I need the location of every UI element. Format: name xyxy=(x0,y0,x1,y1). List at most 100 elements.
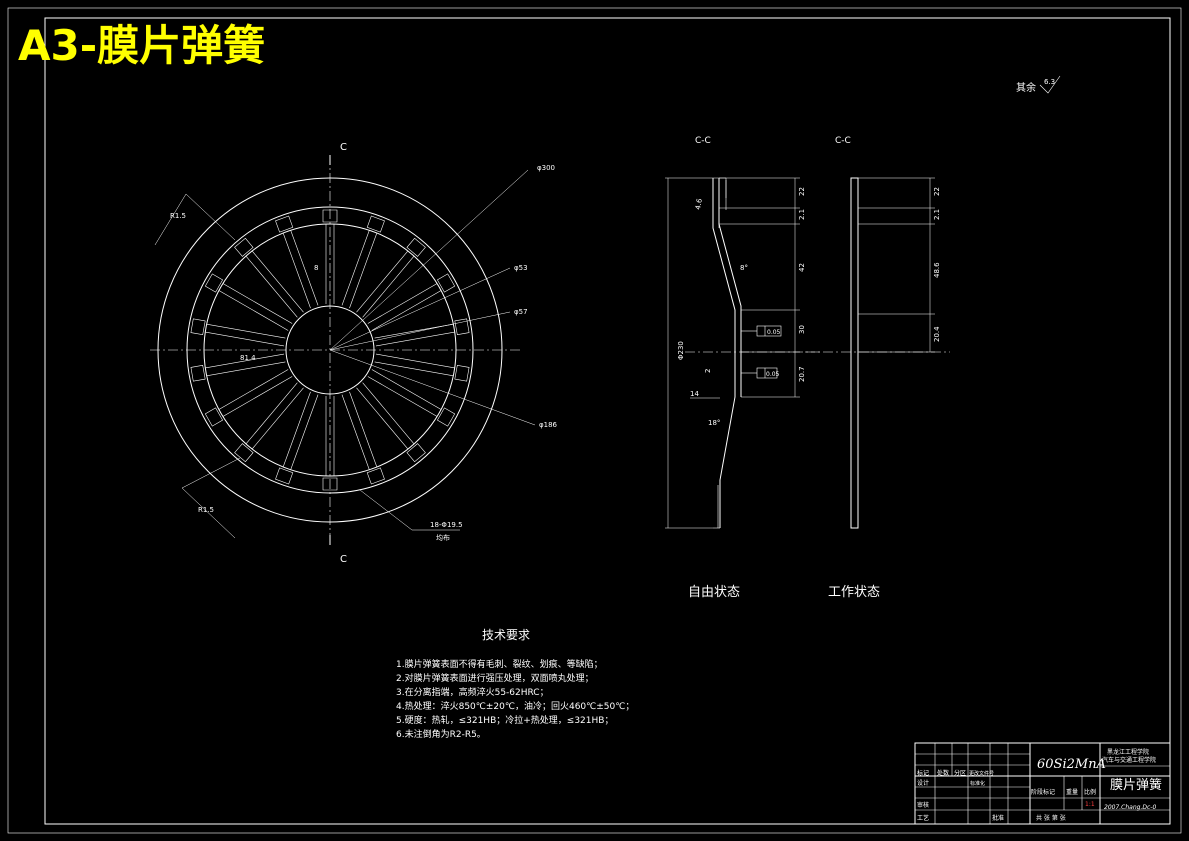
title-block: 标记 处数 分区 更改文件号 设计 标准化 审核 工艺 批准 60Si2MnA … xyxy=(914,742,1171,825)
leader-d3 xyxy=(329,311,511,351)
finger-slot-edge xyxy=(356,387,409,450)
state-working: 工作状态 xyxy=(828,585,880,600)
dim-w2: 2.1 xyxy=(933,209,941,220)
tb-weight: 重量 xyxy=(1066,788,1078,796)
dim-h2: 2.1 xyxy=(798,209,806,220)
leader-d4 xyxy=(329,349,536,426)
tb-approve: 批准 xyxy=(992,814,1004,822)
finger-slot-edge xyxy=(362,382,415,445)
tb-stage: 阶段标记 xyxy=(1031,788,1055,796)
finger-slot-edge xyxy=(282,391,311,468)
dim-tip: 2 xyxy=(704,369,712,373)
dim-r2: R1.5 xyxy=(198,506,214,514)
finger-slot-edge xyxy=(375,353,455,369)
finger-window xyxy=(366,215,385,233)
front-view: C C φ300 φ53 φ57 φ186 R1.5 R1.5 18-Φ19.5… xyxy=(150,142,558,565)
finger-window xyxy=(406,237,426,257)
tech-title: 技术要求 xyxy=(482,628,530,642)
section-view-working: C-C 22 2.1 48.6 20.4 xyxy=(805,136,950,529)
dim-diam: Φ230 xyxy=(677,341,685,360)
finger-slot-edge xyxy=(206,361,286,377)
finger-window xyxy=(234,443,254,463)
tech-requirements: 技术要求 1.膜片弹簧表面不得有毛刺、裂纹、划痕、等缺陷； 2.对膜片弹簧表面进… xyxy=(396,628,634,740)
dim-ang2: 14 xyxy=(690,390,699,398)
finger-slot-edge xyxy=(290,230,319,306)
tb-change: 更改文件号 xyxy=(969,770,994,777)
leader-r1b xyxy=(185,193,236,241)
dim-d3: φ57 xyxy=(514,308,528,316)
finger-window xyxy=(190,318,206,336)
section-view-free: C-C 4.6 22 2.1 42 30 20.7 Φ230 2 8° 14 1… xyxy=(665,136,820,529)
dim-hole: 18-Φ19.5 xyxy=(430,521,463,529)
dim-hole-note: 均布 xyxy=(436,533,450,542)
finger-slot-edge xyxy=(341,230,370,306)
section-label-working: C-C xyxy=(835,136,851,146)
finger-slot-edge xyxy=(205,331,285,347)
finger-slot-edge xyxy=(349,391,378,468)
flatness-frame: 0.05 xyxy=(741,325,782,337)
dim-d1: φ300 xyxy=(537,164,555,172)
finger-slot-edge xyxy=(349,232,378,309)
tb-zone: 分区 xyxy=(954,769,966,777)
roughness-value: 6.3 xyxy=(1044,78,1055,86)
title-block-frame xyxy=(914,742,1171,825)
free-profile-right xyxy=(718,178,742,397)
finger-slot-edge xyxy=(251,250,304,313)
finger-slot-edge xyxy=(222,283,293,324)
finger-slot-edge xyxy=(282,232,311,309)
finger-slot-edge xyxy=(367,376,438,417)
leader-d1 xyxy=(329,169,529,351)
state-free: 自由状态 xyxy=(688,585,740,600)
tb-code: 2007.Chang.Dc-0 xyxy=(1104,804,1156,811)
tb-count: 处数 xyxy=(937,769,949,777)
dim-h5: 20.7 xyxy=(798,366,806,382)
leader-r1 xyxy=(154,193,187,246)
finger-slot-edge xyxy=(218,369,289,410)
finger-slot-edge xyxy=(251,387,304,450)
dim-d2: φ53 xyxy=(514,264,528,272)
tb-school-1: 黑龙江工程学院 xyxy=(1107,748,1149,756)
dim-inner: 81.4 xyxy=(240,354,256,362)
finger-slot-edge xyxy=(371,369,442,410)
finger-window xyxy=(322,209,338,223)
tb-check: 审核 xyxy=(917,801,929,809)
tb-part-name: 膜片弹簧 xyxy=(1110,777,1162,793)
finger-slot-edge xyxy=(218,290,289,331)
dim-w3: 48.6 xyxy=(933,262,941,278)
leader-d2 xyxy=(329,267,511,351)
tb-design-note: 标准化 xyxy=(970,780,985,787)
ring-inner-circle xyxy=(203,223,457,477)
tech-line-6: 6.未注倒角为R2-R5。 xyxy=(396,728,486,740)
leader-hole xyxy=(359,489,413,531)
finger-slot-edge xyxy=(341,394,370,470)
finger-slot-edge xyxy=(245,255,298,318)
finger-slot-edge xyxy=(367,283,438,324)
finger-slot-edge xyxy=(371,290,442,331)
dim-h4: 30 xyxy=(798,325,806,334)
tech-line-3: 3.在分离指端，高频淬火55-62HRC； xyxy=(396,686,549,698)
finger-window xyxy=(204,273,224,293)
bore-circle xyxy=(285,305,375,395)
section-mark-top: C xyxy=(340,142,347,153)
tech-line-4: 4.热处理：淬火850℃±20℃，油冷；回火460℃±50℃； xyxy=(396,700,634,712)
dim-r1: R1.5 xyxy=(170,212,186,220)
dim-h1: 22 xyxy=(798,187,806,196)
section-mark-bottom: C xyxy=(340,554,347,565)
finger-slot-edge xyxy=(290,394,319,470)
finger-slot-edge xyxy=(245,382,298,445)
inner-border xyxy=(44,17,1171,825)
finger-slot-edge xyxy=(356,250,409,313)
tb-design: 设计 xyxy=(917,779,929,787)
tb-scale-value: 1:1 xyxy=(1085,801,1095,808)
section-label-free: C-C xyxy=(695,136,711,146)
outer-circle xyxy=(157,177,503,523)
dim-w4: 20.4 xyxy=(933,326,941,342)
finger-window xyxy=(406,443,426,463)
finger-slot-edge xyxy=(222,376,293,417)
dim-ang3: 18° xyxy=(708,419,720,427)
sheet-title: A3-膜片弹簧 xyxy=(18,21,265,70)
roughness-symbol-icon xyxy=(1039,75,1061,94)
dim-w1: 22 xyxy=(933,187,941,196)
finger-window xyxy=(190,364,206,382)
